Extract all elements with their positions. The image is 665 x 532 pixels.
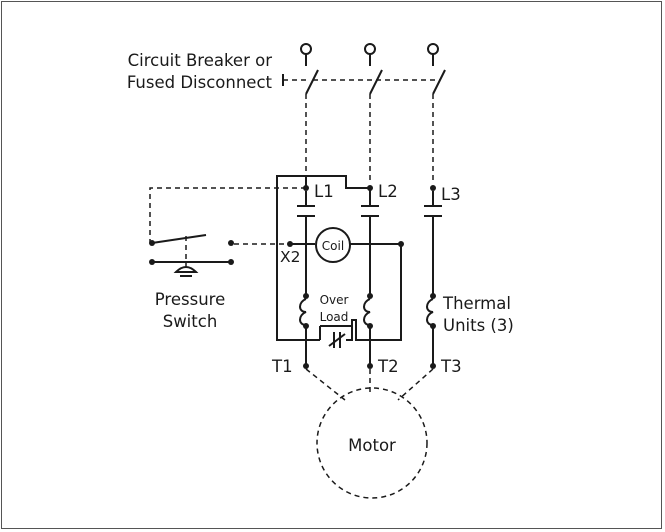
supply-lines [305,94,434,182]
overload-contact [328,332,346,348]
t1-label: T1 [271,357,293,376]
coil-label: Coil [322,239,344,253]
output-terminals [303,363,436,369]
pressure-switch-label-line1: Pressure [155,290,225,309]
main-contacts [297,185,442,296]
disconnect-terminals [300,43,439,66]
breaker-label-line1: Circuit Breaker or [128,51,273,70]
l3-label: L3 [441,185,461,204]
thermal-units-label-line1: Thermal [442,294,511,313]
breaker-label-line2: Fused Disconnect [127,73,273,92]
disconnect-switch [282,69,446,95]
x2-label: X2 [280,248,300,266]
thermal-heaters [299,293,436,364]
coil [287,227,404,263]
control-wiring [276,175,402,341]
overload-label-line2: Load [320,310,349,324]
pressure-switch-links [149,187,306,245]
l2-label: L2 [378,182,398,201]
t2-label: T2 [377,357,399,376]
overload-label-line1: Over [320,293,349,307]
thermal-units-label-line2: Units (3) [443,316,514,335]
l1-label: L1 [314,182,334,201]
pressure-switch [149,234,234,277]
motor-leads [305,368,434,401]
t3-label: T3 [440,357,462,376]
pressure-switch-label-line2: Switch [163,312,218,331]
motor-label: Motor [348,436,396,455]
motor [316,387,428,499]
